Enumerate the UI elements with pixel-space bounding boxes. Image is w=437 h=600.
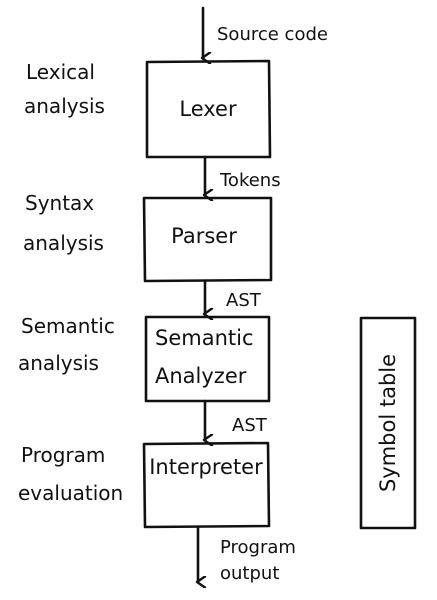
stage-syntax-line1: Syntax: [25, 191, 94, 215]
stage-evaluation-line2: evaluation: [18, 481, 123, 505]
source-code-label: Source code: [217, 24, 328, 45]
semantic-analyzer-label-line1: Semantic: [155, 326, 254, 350]
stage-semantic-line2: analysis: [18, 351, 99, 375]
ast-label-2: AST: [232, 415, 268, 436]
tokens-label: Tokens: [219, 170, 281, 191]
stage-semantic-line1: Semantic: [21, 314, 115, 338]
program-output-label-line1: Program: [220, 537, 296, 558]
stage-evaluation-line1: Program: [21, 443, 105, 467]
lexer-label: Lexer: [179, 97, 237, 121]
stage-syntax-line2: analysis: [23, 231, 104, 255]
semantic-analyzer-box: Semantic Analyzer: [144, 315, 271, 403]
symbol-table-label: Symbol table: [376, 354, 400, 492]
ast-label-1: AST: [226, 290, 262, 311]
interpreter-label: Interpreter: [149, 455, 263, 479]
semantic-analyzer-label-line2: Analyzer: [155, 364, 247, 388]
interpreter-box: Interpreter: [142, 441, 271, 529]
lexer-box: Lexer: [145, 59, 272, 159]
parser-label: Parser: [171, 224, 237, 248]
stage-lexical-line1: Lexical: [26, 60, 95, 84]
symbol-table-box: Symbol table: [359, 316, 417, 530]
program-output-label-line2: output: [220, 563, 279, 584]
stage-lexical-line2: analysis: [24, 94, 105, 118]
parser-box: Parser: [142, 196, 273, 283]
